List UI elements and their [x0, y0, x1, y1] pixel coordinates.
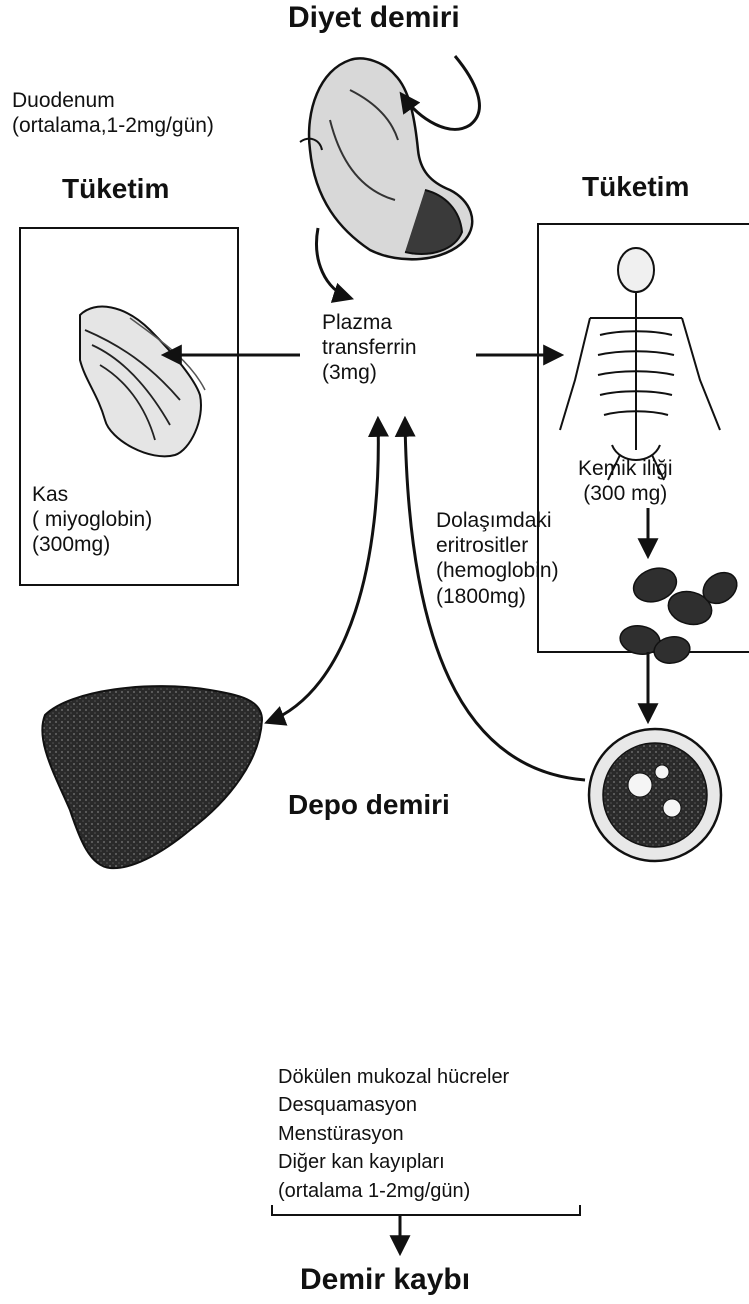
duodenum-label: Duodenum (ortalama,1-2mg/gün)	[12, 88, 214, 138]
erythrocyte-icon	[618, 562, 743, 665]
muscle-line-3: (300mg)	[32, 532, 152, 557]
muscle-icon	[80, 307, 205, 457]
bone-marrow-line-2: (300 mg)	[578, 481, 673, 506]
loss-bracket	[272, 1205, 580, 1215]
liver-icon	[42, 686, 262, 868]
bone-marrow-line-1: Kemik iliği	[578, 456, 673, 481]
muscle-line-2: ( miyoglobin)	[32, 507, 152, 532]
erythrocytes-line-2: eritrositler	[436, 533, 559, 558]
macrophage-icon	[589, 729, 721, 861]
arrow-plasma-to-liver	[268, 420, 378, 722]
iron-loss-label: Demir kaybı	[300, 1262, 470, 1298]
erythrocytes-line-1: Dolaşımdaki	[436, 508, 559, 533]
plasma-line-3: (3mg)	[322, 360, 417, 385]
erythrocytes-line-4: (1800mg)	[436, 584, 559, 609]
storage-iron-label: Depo demiri	[288, 788, 450, 822]
erythrocytes-label: Dolaşımdaki eritrositler (hemoglobin) (1…	[436, 508, 559, 609]
iron-losses-list: Dökülen mukozal hücreler Desquamasyon Me…	[278, 1063, 509, 1205]
losses-line-3: Menstürasyon	[278, 1120, 509, 1148]
consumption-right-label: Tüketim	[582, 170, 689, 204]
losses-line-4: Diğer kan kayıpları	[278, 1148, 509, 1176]
muscle-label: Kas ( miyoglobin) (300mg)	[32, 482, 152, 558]
muscle-line-1: Kas	[32, 482, 152, 507]
losses-line-2: Desquamasyon	[278, 1091, 509, 1119]
dietary-iron-label: Diyet demiri	[288, 0, 460, 36]
losses-line-5: (ortalama 1-2mg/gün)	[278, 1177, 509, 1205]
consumption-left-label: Tüketim	[62, 172, 169, 206]
erythrocytes-line-3: (hemoglobin)	[436, 558, 559, 583]
plasma-line-2: transferrin	[322, 335, 417, 360]
bone-marrow-label: Kemik iliği (300 mg)	[578, 456, 673, 506]
losses-line-1: Dökülen mukozal hücreler	[278, 1063, 509, 1091]
stomach-duodenum-icon	[300, 56, 479, 298]
skeleton-icon	[560, 248, 720, 480]
plasma-line-1: Plazma	[322, 310, 417, 335]
duodenum-line-1: Duodenum	[12, 88, 214, 113]
plasma-transferrin-label: Plazma transferrin (3mg)	[322, 310, 417, 386]
duodenum-line-2: (ortalama,1-2mg/gün)	[12, 113, 214, 138]
